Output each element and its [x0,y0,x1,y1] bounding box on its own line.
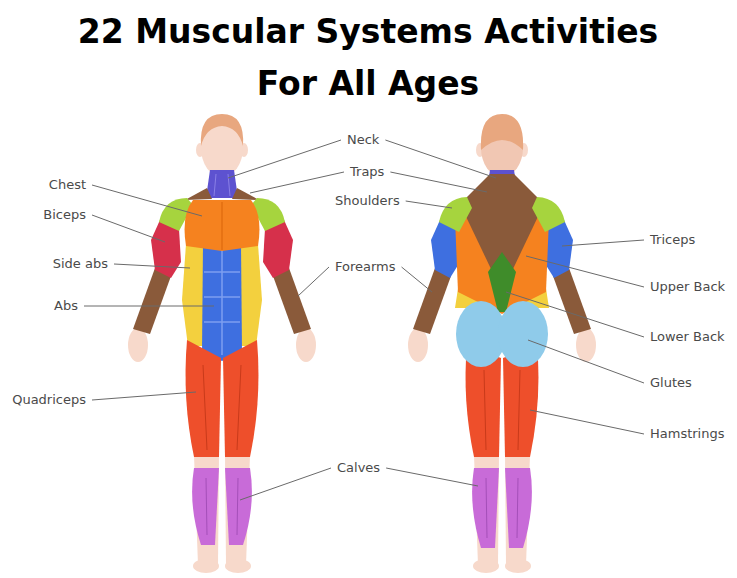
leader-line [250,172,344,193]
muscle-shape [201,114,243,146]
leader-line [240,468,331,500]
muscle-label: Hamstrings [648,426,727,442]
muscle-shape [408,328,428,362]
muscle-label: Upper Back [648,279,727,295]
muscle-label: Traps [348,164,386,180]
leader-line [390,172,487,192]
muscle-shape [413,268,451,334]
muscle-shape [133,268,171,334]
leader-line [506,292,644,337]
muscle-label: Forearms [333,259,398,275]
muscle-label: Neck [345,132,381,148]
title: 22 Muscular Systems Activities For All A… [68,6,668,110]
leader-line [526,256,644,287]
muscle-label: Glutes [648,375,694,391]
muscle-label: Side abs [51,256,110,272]
muscle-shape [232,188,259,200]
muscle-shape [553,268,591,334]
muscle-shape [128,328,148,362]
leader-line [92,185,202,216]
leader-line [84,306,214,307]
muscle-shape [532,197,565,232]
leader-line [386,468,478,486]
muscle-shape [203,365,241,450]
muscle-shape [484,370,520,450]
front-figure [128,114,316,573]
muscle-shape [222,202,223,250]
muscle-shape [481,114,523,150]
muscle-shape [439,197,472,232]
leader-line [298,267,329,296]
muscle-shape [273,268,311,334]
muscle-shape [206,170,238,198]
leader-line [406,201,452,208]
muscle-label: Triceps [648,232,697,248]
leader-line [562,240,644,246]
leader-line [402,267,432,292]
muscle-shape [193,559,219,573]
leader-line [528,340,644,383]
leader-line [92,392,196,400]
leader-line [385,140,496,178]
muscle-shape [486,478,518,538]
muscle-shape [473,559,499,573]
leader-line [228,140,341,178]
muscle-shape [223,340,258,457]
muscle-shape [186,340,221,457]
muscle-label: Lower Back [648,329,727,345]
leader-line [114,264,190,268]
muscle-label: Chest [47,177,88,193]
muscle-shape [185,200,260,251]
leader-line [530,410,644,434]
muscle-shape [488,252,516,312]
back-figure [408,114,596,573]
muscle-shape [576,328,596,362]
muscle-label: Biceps [41,207,88,223]
muscle-label: Calves [335,460,382,476]
muscle-label: Abs [52,298,80,314]
muscle-shape [505,559,531,573]
muscle-label: Shoulders [333,193,402,209]
muscle-shape [296,328,316,362]
muscle-shape [225,559,251,573]
muscle-shape [185,188,212,200]
muscle-label: Quadriceps [10,392,88,408]
leader-line [92,215,165,242]
muscle-shape [498,301,548,367]
muscle-shape [214,174,230,196]
muscle-shape [206,478,238,535]
muscle-shape [204,250,240,355]
muscle-shape [202,244,242,361]
